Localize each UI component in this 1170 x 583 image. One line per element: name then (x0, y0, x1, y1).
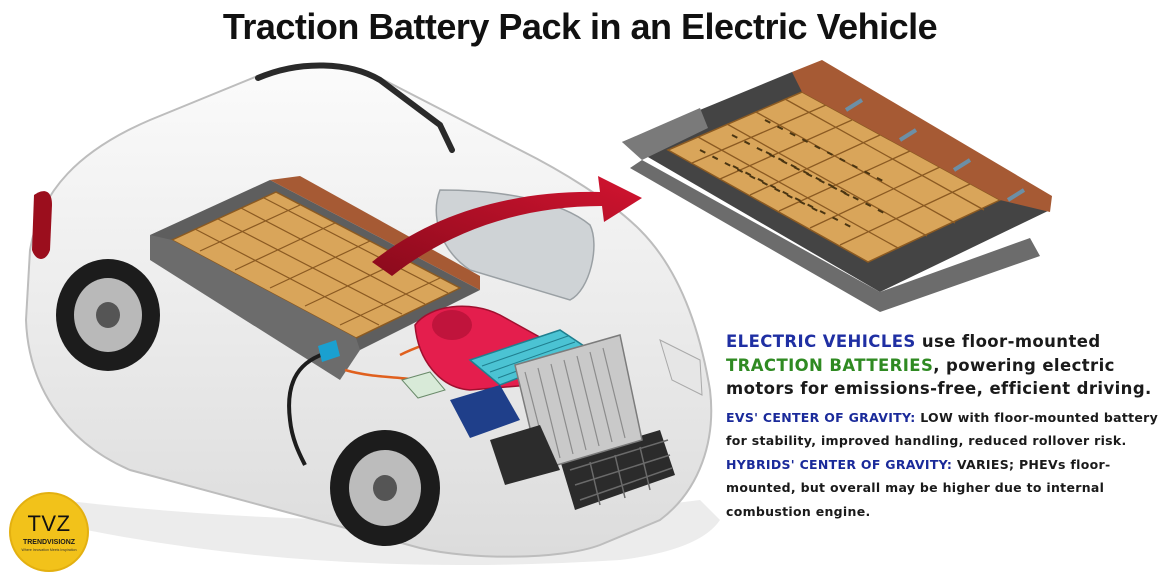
charging-cable (287, 350, 331, 466)
car-battery-copper-end (270, 176, 480, 290)
rear-lamp (32, 191, 52, 259)
logo-mark: TVZ (27, 511, 71, 536)
cooling-module (490, 425, 560, 485)
rear-wheel (56, 259, 160, 371)
logo-name: TRENDVISIONZ (22, 539, 76, 546)
pack-copper-dividers (844, 98, 1026, 202)
roof-rail (255, 62, 455, 153)
pack-grey-modules-near (630, 160, 1040, 312)
lead-segment: TRACTION BATTERIES (726, 355, 934, 375)
front-wheel (330, 430, 440, 546)
brand-logo: TVZ TRENDVISIONZ Where Innovation Meets … (11, 494, 87, 570)
radiator-fins (524, 347, 626, 463)
page-title: Traction Battery Pack in an Electric Veh… (222, 6, 938, 47)
lead-segment: , powering electric motors for emissions… (726, 355, 1152, 399)
description-panel: ELECTRIC VEHICLES use floor-mounted TRAC… (726, 330, 1166, 523)
front-grille (560, 430, 675, 510)
hybrid-cog-text: VARIES; PHEVs floor-mounted, but overall… (726, 456, 1111, 519)
headlight (659, 339, 703, 396)
ev-cog-note: EVS' CENTER OF GRAVITY: LOW with floor-m… (726, 406, 1166, 453)
grille-mesh (569, 439, 673, 506)
pack-busbars (699, 119, 887, 229)
battery-pack-detail (622, 60, 1052, 312)
lead-segment: use floor-mounted (915, 332, 1101, 351)
motor-end-cap (432, 310, 472, 340)
lead-segment: ELECTRIC VEHICLES (726, 332, 916, 351)
hybrid-cog-heading: HYBRIDS' CENTER OF GRAVITY: (726, 456, 953, 472)
engine-bay (344, 305, 643, 485)
pack-callout-arrow (372, 176, 642, 276)
lead-paragraph: ELECTRIC VEHICLES use floor-mounted TRAC… (726, 330, 1166, 401)
pack-copper-modules (792, 60, 1052, 212)
car-battery-grey-end (150, 235, 360, 380)
logo-tagline: Where Innovation Meets Inspiration (21, 548, 77, 552)
hybrid-cog-note: HYBRIDS' CENTER OF GRAVITY: VARIES; PHEV… (726, 453, 1166, 524)
aux-battery (450, 385, 520, 438)
charging-plug (318, 340, 340, 362)
ev-cog-heading: EVS' CENTER OF GRAVITY: (726, 409, 916, 425)
car-battery-pack (150, 176, 480, 380)
ev-cog-text: LOW with floor-mounted battery for stabi… (726, 409, 1159, 449)
pack-grey-modules (622, 108, 708, 160)
coolant-reservoir (401, 371, 446, 399)
car-battery-cell-lines (194, 197, 449, 326)
